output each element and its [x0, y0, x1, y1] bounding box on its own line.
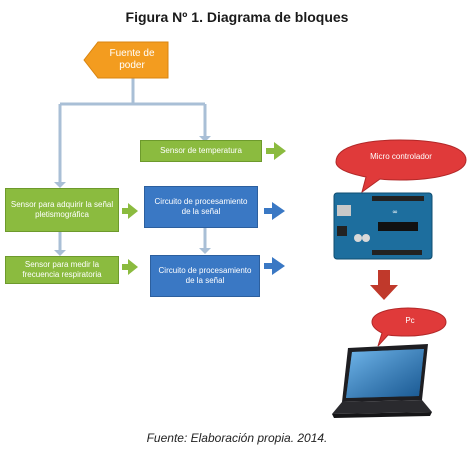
- connector-arrowhead-lower-right: [199, 248, 211, 254]
- connector-arrowhead-right: [199, 136, 211, 142]
- svg-text:∞: ∞: [392, 208, 398, 216]
- microcontroller-text: Micro controlador: [370, 152, 432, 161]
- lower-connectors: [58, 228, 207, 252]
- arrow-blue-1: [264, 202, 285, 220]
- pc-callout: [371, 307, 447, 347]
- arrow-green-3: [266, 142, 286, 160]
- power-supply-shape: [83, 41, 169, 79]
- respiratory-sensor-block: Sensor para medir la frecuencia respirat…: [5, 256, 119, 284]
- arrow-down-red: [370, 270, 398, 300]
- signal-processing-text-2: Circuito de procesamiento de la señal: [158, 266, 252, 285]
- arrow-green-2: [122, 259, 138, 275]
- arrow-green-1: [122, 203, 138, 219]
- plethysmographic-sensor-text: Sensor para adquirir la señal pletismogr…: [10, 200, 114, 219]
- connector-arrowhead-lower-left: [54, 250, 66, 256]
- figure-caption: Fuente: Elaboración propia. 2014.: [146, 431, 328, 445]
- plethysmographic-sensor-block: Sensor para adquirir la señal pletismogr…: [5, 188, 119, 232]
- arrow-blue-2: [264, 257, 285, 275]
- temperature-sensor-block: Sensor de temperatura: [140, 140, 262, 162]
- power-connectors: [58, 78, 207, 184]
- microcontroller-callout: [335, 139, 467, 194]
- connector-arrowhead-left: [54, 182, 66, 188]
- pc-text: Pc: [405, 316, 415, 325]
- signal-processing-block-2: Circuito de procesamiento de la señal: [150, 255, 260, 297]
- microcontroller-label: Micro controlador: [340, 146, 462, 168]
- respiratory-sensor-text: Sensor para medir la frecuencia respirat…: [22, 260, 102, 279]
- signal-processing-text-1: Circuito de procesamiento de la señal: [154, 197, 248, 216]
- laptop-image: [332, 344, 432, 418]
- pc-label: Pc: [380, 312, 440, 330]
- signal-processing-block-1: Circuito de procesamiento de la señal: [144, 186, 258, 228]
- power-supply-text: Fuente de poder: [109, 48, 155, 71]
- temperature-sensor-text: Sensor de temperatura: [160, 146, 242, 155]
- power-supply-label: Fuente de poder: [98, 44, 166, 76]
- arduino-board-image: ∞: [333, 192, 433, 260]
- figure-title: Figura Nº 1. Diagrama de bloques: [125, 9, 349, 25]
